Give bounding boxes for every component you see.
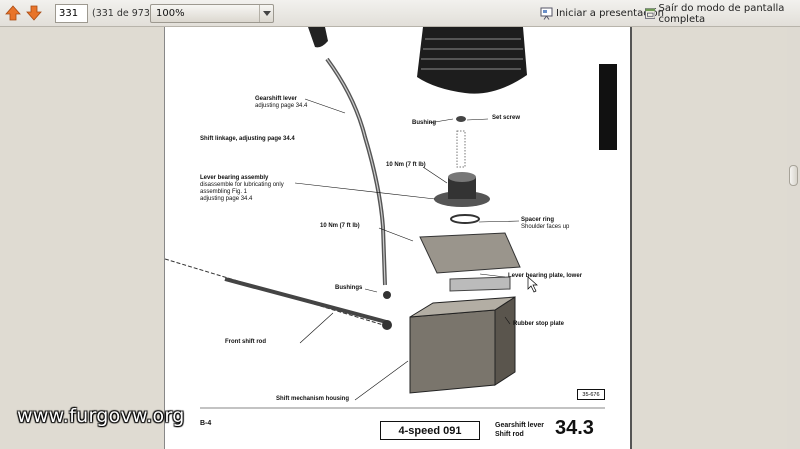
presentation-icon — [540, 7, 553, 20]
label-bushings: Bushings — [335, 285, 363, 291]
shift-boot — [417, 27, 527, 94]
chevron-down-icon — [259, 5, 273, 22]
figure-code: 35-676 — [577, 389, 605, 400]
start-presentation-label: Iniciar a presentación — [556, 8, 664, 19]
label-shift-mechanism-housing: Shift mechanism housing — [276, 396, 350, 402]
label-torque-lower: 10 Nm (7 ft lb) — [320, 223, 360, 229]
zoom-select[interactable]: 100% — [150, 4, 274, 23]
mouse-cursor — [527, 276, 538, 293]
label-lever-bearing-plate: Lever bearing plate, lower — [508, 273, 583, 279]
label-bushing: Bushing — [412, 120, 436, 126]
previous-page-button[interactable] — [4, 4, 22, 22]
exit-fullscreen-label: Saír do modo de pantalla completa — [658, 2, 785, 25]
shift-knob — [308, 27, 328, 48]
label-shift-linkage: Shift linkage, adjusting page 34.4 — [200, 136, 295, 142]
label-torque-upper: 10 Nm (7 ft lb) — [386, 162, 426, 168]
page-count-label: (331 de 973) — [92, 8, 154, 19]
viewer-toolbar: (331 de 973) 100% Iniciar a presentación… — [0, 0, 800, 27]
footer-page-ref: B-4 — [200, 420, 212, 427]
scroll-thumb[interactable] — [789, 165, 798, 186]
section-tab-marker — [599, 64, 617, 150]
zoom-value: 100% — [156, 8, 185, 19]
page-number-input[interactable] — [55, 4, 88, 23]
gearshift-lever — [325, 57, 387, 286]
next-page-button[interactable] — [25, 4, 43, 22]
footer-section-number: 34.3 — [555, 417, 594, 439]
exit-fullscreen-icon — [645, 8, 656, 19]
label-front-shift-rod: Front shift rod — [225, 339, 266, 345]
start-presentation-button[interactable]: Iniciar a presentación — [540, 5, 664, 22]
label-lever-bearing-assembly: Lever bearing assembly disassemble for l… — [200, 175, 284, 202]
label-set-screw: Set screw — [492, 115, 521, 121]
watermark-text: www.furgovw.org — [17, 405, 185, 427]
exploded-view-diagram — [165, 27, 605, 409]
arrow-down-icon — [26, 5, 42, 21]
label-rubber-stop-plate: Rubber stop plate — [513, 321, 565, 327]
footer-section: 4-speed 091 — [380, 421, 480, 440]
arrow-up-icon — [5, 5, 21, 21]
exit-fullscreen-button[interactable]: Saír do modo de pantalla completa — [645, 2, 800, 25]
vertical-scrollbar[interactable] — [787, 27, 800, 449]
